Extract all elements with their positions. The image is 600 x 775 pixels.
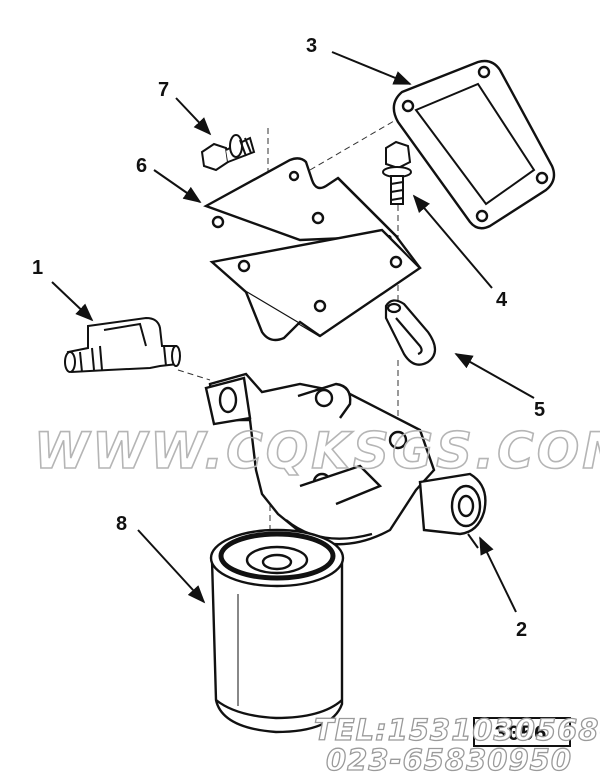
callout-leaders xyxy=(51,51,535,613)
watermark-text: WWW.CQKSGS.COM xyxy=(34,422,600,480)
filter-head-part-2 xyxy=(204,372,487,546)
callout-label-5: 5 xyxy=(534,399,545,421)
callout-label-3: 3 xyxy=(306,35,317,57)
callout-label-2: 2 xyxy=(516,619,527,641)
figure-number: 3056 xyxy=(494,722,547,747)
mounting-bracket-part-6 xyxy=(203,157,422,342)
spin-on-filter-part-8 xyxy=(209,528,345,734)
gasket-part-3 xyxy=(392,59,556,230)
contact-tel: TEL:15310305680 xyxy=(314,713,600,747)
callout-label-1: 1 xyxy=(32,257,43,279)
callout-label-6: 6 xyxy=(136,155,147,177)
clamp-part-5 xyxy=(384,299,437,366)
figure-number-box: 3056 xyxy=(473,717,571,747)
callout-numbers: 1 2 3 4 5 6 7 8 xyxy=(32,35,545,641)
capscrew-part-7 xyxy=(200,134,256,172)
capscrew-part-4 xyxy=(382,140,412,205)
callout-label-8: 8 xyxy=(116,513,127,535)
contact-phone: 023-65830950 xyxy=(326,743,572,775)
elbow-fitting-part-1 xyxy=(64,316,181,374)
callout-label-4: 4 xyxy=(496,289,508,311)
callout-label-7: 7 xyxy=(158,79,169,101)
